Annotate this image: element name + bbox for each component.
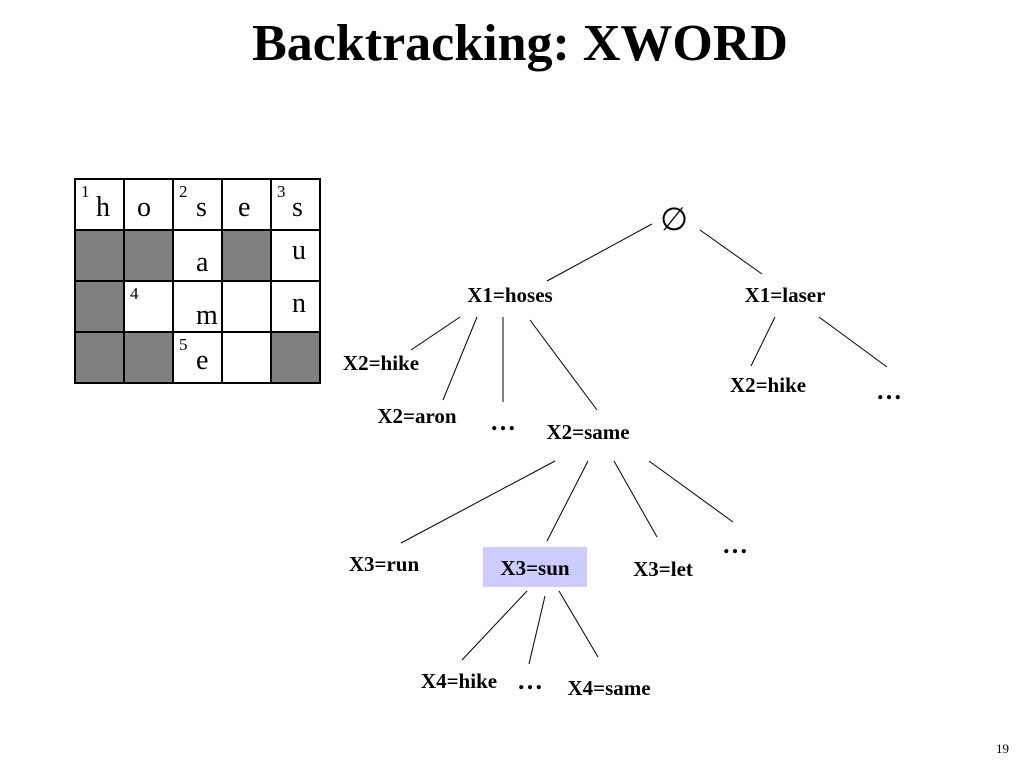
crossword-cell-blocked — [125, 231, 172, 280]
clue-number: 3 — [277, 182, 286, 201]
edge-same-let — [613, 460, 658, 538]
cell-letter: s — [196, 192, 207, 223]
crossword-cell: o — [125, 180, 172, 229]
node-x3-let: X3=let — [633, 557, 693, 581]
crossword-cell-blocked — [76, 282, 123, 331]
clue-number: 5 — [179, 335, 188, 354]
node-x3-run: X3=run — [349, 552, 420, 576]
crossword-cell — [223, 333, 270, 382]
clue-number: 1 — [81, 182, 90, 201]
cell-letter: e — [196, 345, 209, 376]
edge-hoses-hike — [410, 316, 461, 351]
crossword-cell-blocked — [76, 231, 123, 280]
node-x4-hike: X4=hike — [421, 669, 497, 693]
crossword-cell-blocked — [76, 333, 123, 382]
edge-hoses-aron — [442, 316, 478, 401]
page-number: 19 — [996, 741, 1009, 756]
node-x2-hike-right: X2=hike — [730, 373, 806, 397]
node-x1-laser: X1=laser — [745, 283, 826, 307]
crossword-cell-blocked — [125, 333, 172, 382]
clue-number: 2 — [179, 182, 188, 201]
crossword-cell-blocked — [223, 231, 270, 280]
edge-root-x1-hoses — [546, 223, 653, 282]
edge-same-run — [400, 460, 556, 544]
slide-title: Backtracking: XWORD — [252, 15, 788, 72]
ellipsis-x2-hoses: … — [490, 407, 516, 436]
node-x2-same: X2=same — [546, 420, 629, 444]
cell-letter: o — [137, 192, 151, 223]
cell-letter: n — [292, 288, 306, 319]
cell-letter: a — [196, 247, 209, 278]
node-x2-aron: X2=aron — [377, 404, 457, 428]
edge-sun-same — [558, 590, 599, 658]
cell-letter: s — [292, 192, 303, 223]
node-x4-same: X4=same — [567, 676, 650, 700]
crossword-cell — [223, 282, 270, 331]
cell-letter: m — [196, 300, 218, 331]
crossword-cell: 4 — [125, 282, 172, 331]
crossword-cell: u — [272, 231, 319, 280]
edge-sun-ellipsis — [528, 595, 546, 665]
cell-letter: u — [292, 235, 306, 266]
edge-laser-hike — [750, 316, 776, 367]
crossword-cell-blocked — [272, 333, 319, 382]
edge-hoses-same — [529, 319, 598, 411]
edge-root-x1-laser — [699, 229, 763, 275]
crossword-cell: m — [174, 282, 221, 331]
node-x1-hoses: X1=hoses — [467, 283, 552, 307]
node-x3-sun: X3=sun — [500, 556, 569, 580]
edge-sun-hike — [461, 590, 528, 661]
cell-letter: h — [96, 192, 110, 223]
x3-sun-highlight — [483, 547, 587, 587]
cell-letter: e — [238, 192, 251, 223]
edge-laser-ellipsis — [818, 316, 888, 368]
ellipsis-x4: … — [517, 666, 543, 695]
edge-same-ellipsis — [648, 460, 734, 523]
crossword-cell: a — [174, 231, 221, 280]
node-x2-hike-left: X2=hike — [343, 351, 419, 375]
root-node-empty-set: ∅ — [660, 200, 688, 238]
ellipsis-x3: … — [722, 530, 748, 559]
ellipsis-x2-laser: … — [876, 376, 902, 405]
clue-number: 4 — [130, 284, 139, 303]
edge-same-sun — [546, 460, 589, 542]
crossword-cell: n — [272, 282, 319, 331]
crossword-cell: e — [223, 180, 270, 229]
